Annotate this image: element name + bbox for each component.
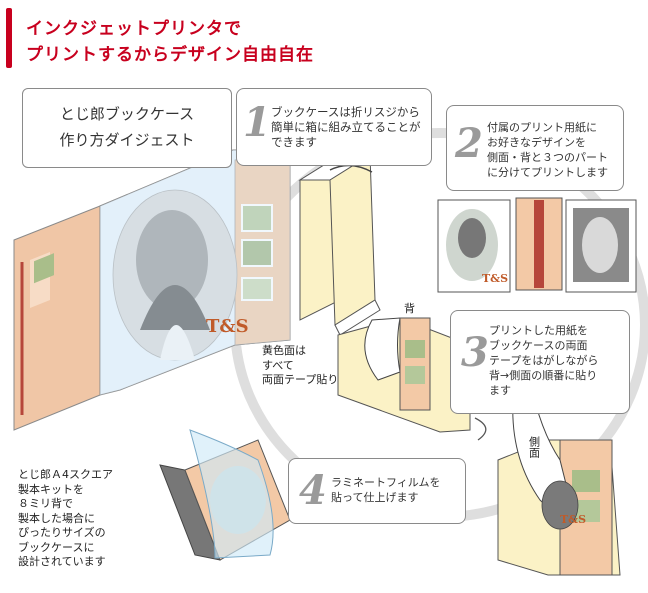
- step2-text: 付属のプリント用紙に お好きなデザインを 側面・背と３つのパート に分けてプリン…: [487, 121, 608, 179]
- header-title-line1: インクジェットプリンタで: [26, 19, 242, 39]
- initials-text-cover: T&S: [206, 316, 249, 337]
- step3-side-illustration: [497, 379, 621, 576]
- digest-title-line2: 作り方ダイジェスト: [59, 131, 195, 149]
- step1-number: 1: [243, 99, 271, 146]
- digest-title-line1: とじ郎ブックケース: [59, 105, 195, 123]
- step1-text: ブックケースは折リスジから 簡単に箱に組み立てることが できます: [271, 105, 421, 149]
- initials-text-side: T&S: [560, 513, 586, 526]
- initials-text-sheet: T&S: [482, 272, 508, 285]
- header-title-line2: プリントするからデザイン自由自在: [26, 45, 314, 65]
- step3-text: プリントした用紙を ブックケースの両面 テープをはがしながら 背→側面の順番に貼…: [489, 324, 599, 397]
- side-label: 側面: [527, 436, 541, 458]
- spine-label: 背: [404, 302, 415, 315]
- header-accent-bar: [6, 8, 12, 68]
- kit-size-note: とじ郎Ａ4スクエア 製本キットを ８ミリ背で 製本した場合に ぴったりサイズの …: [18, 468, 113, 568]
- step3-number: 3: [461, 329, 489, 376]
- digest-title-box: とじ郎ブックケース 作り方ダイジェスト: [22, 88, 232, 168]
- step2-box: 2 付属のプリント用紙に お好きなデザインを 側面・背と３つのパート に分けてプ…: [446, 105, 624, 191]
- step4-box: 4 ラミネートフィルムを 貼って仕上げます: [288, 458, 466, 524]
- step3-spine-illustration: [337, 317, 487, 441]
- step2-number: 2: [455, 120, 483, 167]
- step4-number: 4: [299, 467, 327, 514]
- step1-box: 1 ブックケースは折リスジから 簡単に箱に組み立てることが できます: [236, 88, 432, 166]
- step4-text: ラミネートフィルムを 貼って仕上げます: [331, 476, 441, 504]
- yellow-surface-note: 黄色面は すべて 両面テープ貼り: [262, 344, 339, 386]
- step1-box-illustration: [298, 154, 381, 336]
- step2-print-sheets: [437, 197, 637, 293]
- step4-laminate-illustration: [159, 429, 291, 561]
- step3-box: 3 プリントした用紙を ブックケースの両面 テープをはがしながら 背→側面の順番…: [450, 310, 630, 414]
- book-case-illustration: [13, 149, 291, 431]
